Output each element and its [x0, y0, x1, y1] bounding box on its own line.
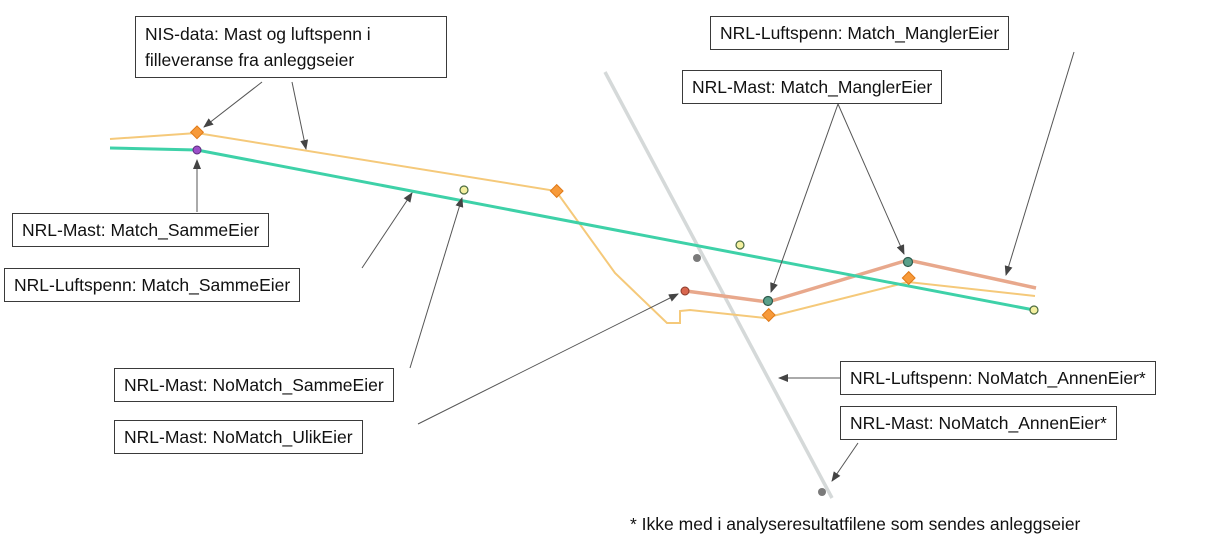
mast-mangler-point	[902, 256, 914, 268]
mast-annen-point	[693, 254, 701, 262]
mast-nomatch-samme-point	[1029, 305, 1039, 315]
mast-annen-point	[818, 488, 826, 496]
label-mast-nomatch-annen: NRL-Mast: NoMatch_AnnenEier*	[840, 406, 1117, 440]
arrow-luftspenn-samme	[361, 192, 413, 269]
label-mast-mangler: NRL-Mast: Match_ManglerEier	[682, 70, 943, 104]
mast-samme-point	[192, 145, 202, 155]
mast-nomatch-samme-point	[735, 240, 745, 250]
arrow-mast-ulik	[417, 293, 679, 425]
label-nis-data: NIS-data: Mast og luftspenn i filleveran…	[135, 16, 447, 78]
label-mast-nomatch-samme: NRL-Mast: NoMatch_SammeEier	[114, 368, 394, 402]
luftspenn-mangler-line	[685, 258, 1037, 304]
label-mast-samme: NRL-Mast: Match_SammeEier	[12, 213, 270, 247]
arrow-mast-mangler-right	[837, 103, 905, 255]
nis-mast-diamond	[549, 183, 564, 199]
arrow-mast-mangler-left	[770, 103, 839, 293]
arrow-mast-nomatch-samme	[409, 197, 464, 369]
label-luftspenn-mangler: NRL-Luftspenn: Match_ManglerEier	[710, 16, 1010, 50]
arrow-mast-annen	[831, 442, 859, 482]
nis-mast-diamond	[761, 307, 776, 323]
arrow-nis-to-line	[291, 81, 309, 150]
nis-mast-markers	[189, 125, 916, 323]
mast-ulik-point	[680, 286, 690, 296]
nis-luftspenn-line	[109, 131, 1036, 324]
luftspenn-nomatch-annen-line	[603, 71, 834, 499]
label-luftspenn-nomatch-annen: NRL-Luftspenn: NoMatch_AnnenEier*	[840, 361, 1156, 395]
footnote: * Ikke med i analyseresultatfilene som s…	[630, 514, 1081, 534]
label-luftspenn-samme: NRL-Luftspenn: Match_SammeEier	[4, 268, 301, 302]
nis-mast-diamond	[189, 125, 205, 140]
mast-mangler-point	[762, 295, 774, 307]
arrow-nis-to-mast	[203, 81, 263, 128]
label-mast-ulik: NRL-Mast: NoMatch_UlikEier	[114, 420, 363, 454]
nis-mast-diamond	[901, 270, 916, 286]
arrow-luftspenn-mangler	[1004, 51, 1075, 276]
mast-nomatch-samme-point	[459, 185, 469, 195]
annotation-arrows	[193, 51, 1075, 482]
